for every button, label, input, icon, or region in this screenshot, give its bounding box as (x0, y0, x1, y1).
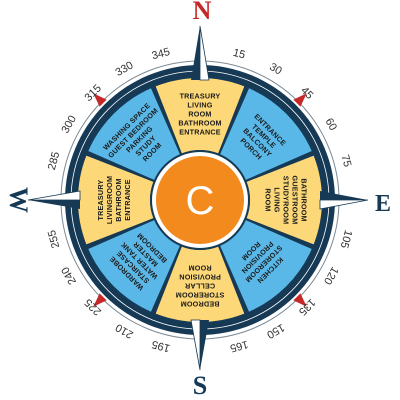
segment-label-line: ROOM (263, 188, 272, 211)
pointer-45 (293, 93, 307, 107)
degree-label: 165 (229, 338, 250, 354)
segment-label-line: TREASURY (180, 92, 221, 101)
segment-label-line: BATHROOM (178, 119, 221, 128)
segment-e (246, 155, 322, 245)
segment-w (78, 155, 154, 245)
segment-label-line: ENTRANCE (179, 128, 221, 137)
degree-label: 150 (265, 321, 287, 341)
segment-label-line: LIVING (272, 187, 281, 212)
degree-label: 330 (114, 59, 136, 79)
south-letter: S (193, 371, 207, 400)
pointer-225 (93, 293, 107, 307)
segment-s (155, 246, 245, 322)
degree-label: 255 (46, 229, 62, 250)
segment-n (155, 78, 245, 154)
north-needle-dark (191, 26, 200, 80)
segment-label-line: BEDROOM (181, 299, 220, 308)
segment-label-line: LIVINGROOM (105, 176, 114, 224)
segment-se (220, 220, 312, 312)
segment-label-line: BATHROOM (114, 178, 123, 221)
compass-needles (27, 25, 369, 371)
degree-label: 60 (323, 116, 340, 133)
pointer-315 (93, 93, 107, 107)
segment-nw (88, 88, 180, 180)
east-letter: E (375, 191, 391, 217)
segment-sw (88, 220, 180, 312)
degree-label: 30 (267, 61, 284, 78)
degree-label: 120 (321, 265, 341, 287)
segment-ne (220, 88, 312, 180)
west-needle-dark (28, 200, 80, 209)
segment-label-line: PROVISION (179, 272, 221, 281)
segment-label-line: LIVING (187, 101, 212, 110)
segment-label-line: ENTRANCE (123, 179, 132, 221)
center-circle (156, 156, 244, 244)
pointer-135 (293, 293, 307, 307)
west-needle-light (27, 190, 81, 201)
east-needle-light (319, 199, 369, 210)
segment-label-line: ROOM (188, 110, 211, 119)
segment-label-line: BATHROOM (299, 178, 308, 221)
south-needle-light (190, 319, 201, 371)
degree-label: 345 (150, 46, 171, 62)
segment-label-line: ROOM (188, 263, 211, 272)
degree-label: 105 (338, 229, 354, 250)
east-needle-dark (320, 191, 368, 200)
degree-label: 240 (59, 265, 79, 287)
intercardinal-pointers (93, 93, 307, 307)
degree-label: 195 (150, 338, 171, 354)
degree-label: 210 (114, 321, 136, 341)
north-needle-light (199, 25, 210, 81)
segment-label-line: CELLAR (184, 281, 215, 290)
south-needle-dark (200, 320, 209, 370)
segment-label-line: GUESTROOM (290, 176, 299, 225)
segment-label-line: TREASURY (96, 180, 105, 221)
segment-label-line: STUDYROOM (281, 176, 290, 225)
degree-label: 15 (232, 47, 247, 62)
degree-labels: 1530456075105120135150165195210225240255… (46, 46, 354, 354)
north-letter: N (193, 0, 212, 25)
room-segments (78, 78, 322, 322)
west-letter: W (4, 187, 33, 213)
degree-label: 300 (59, 114, 79, 136)
degree-label: 285 (46, 150, 62, 171)
center-letter: C (186, 179, 215, 223)
segment-label-line: STOREROOM (176, 290, 225, 299)
degree-label: 75 (338, 153, 353, 168)
